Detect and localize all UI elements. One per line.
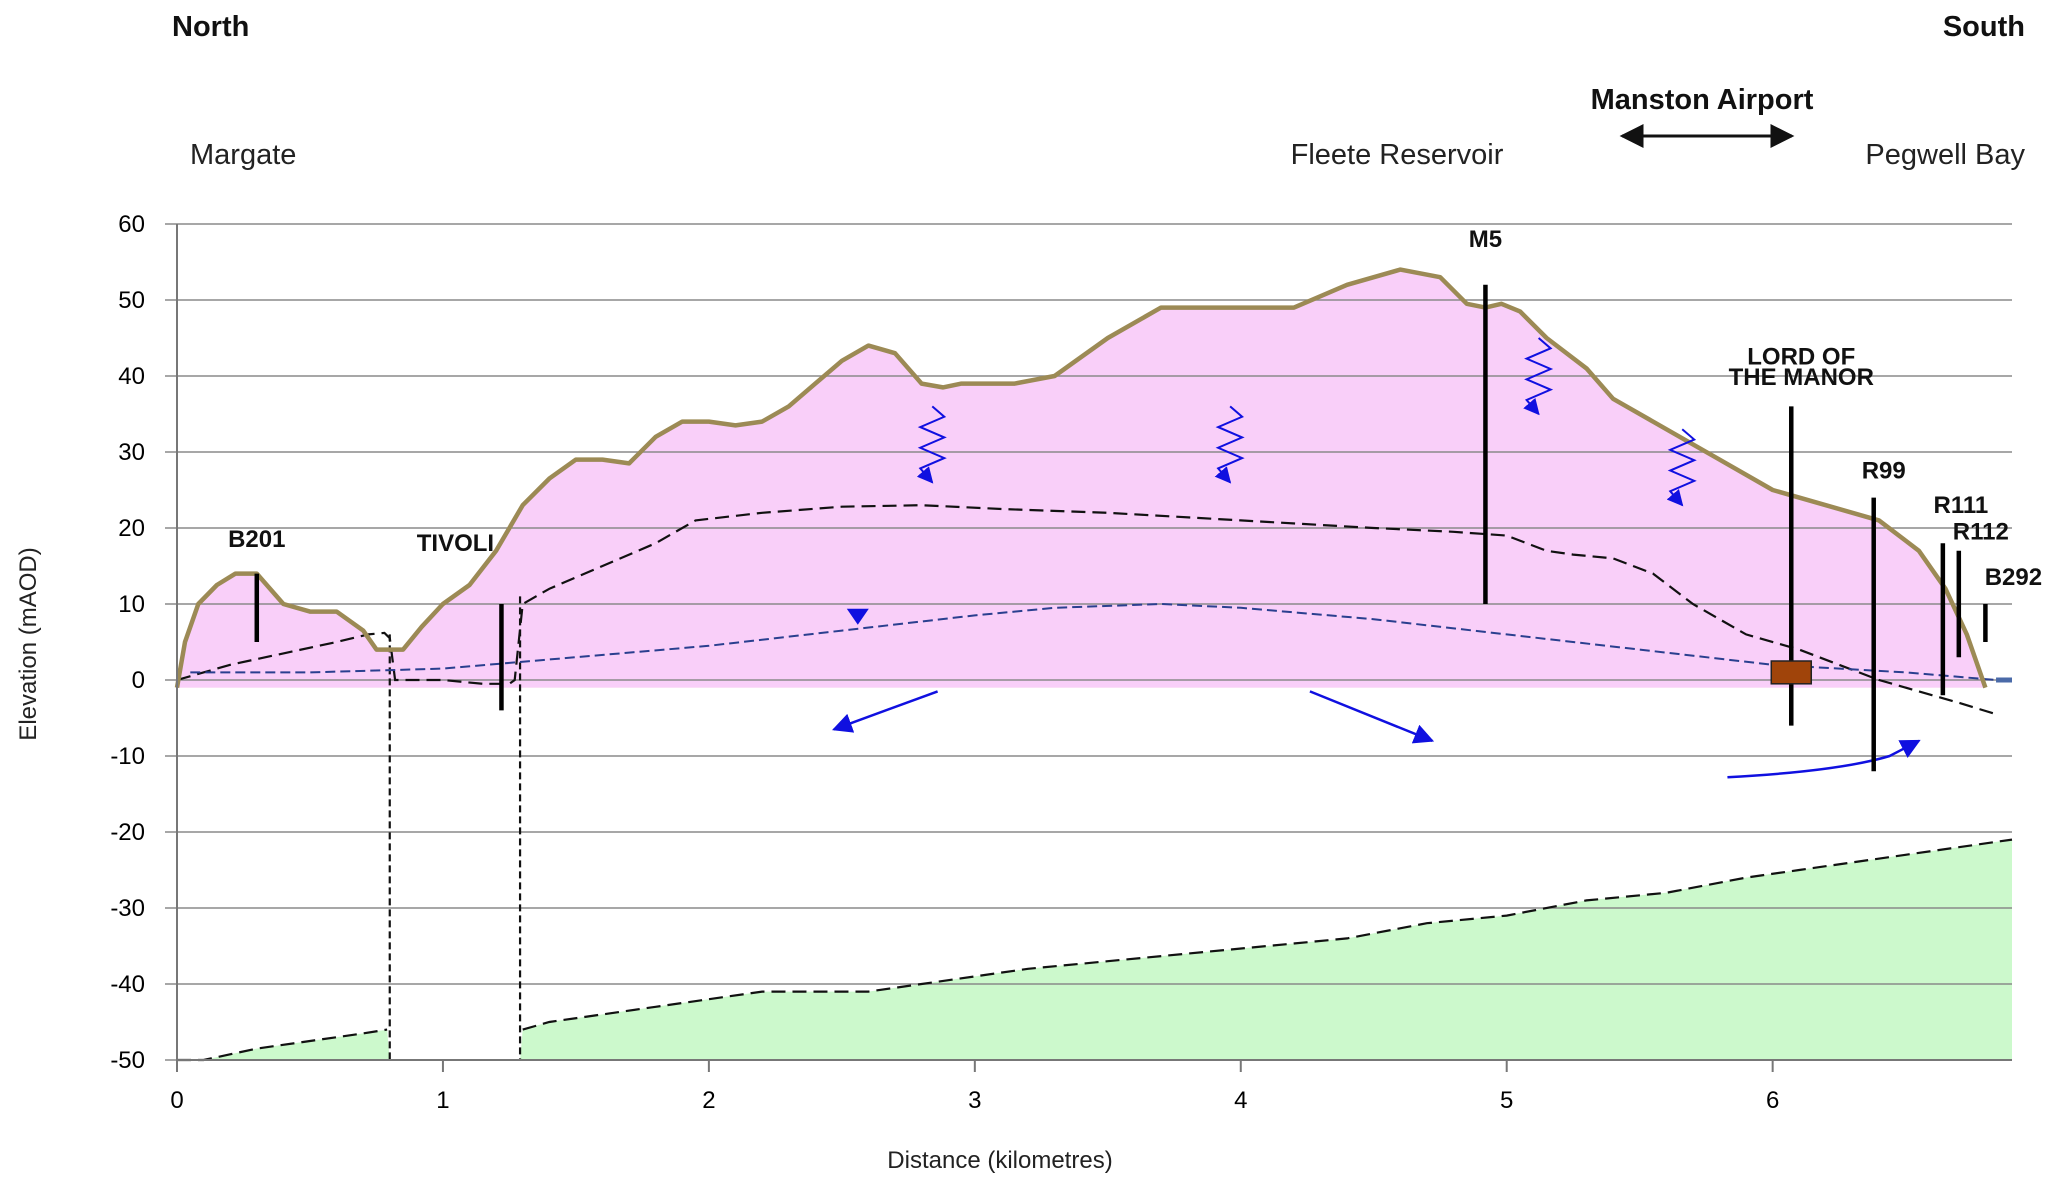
x-tick-label: 1 [436,1087,449,1114]
geology-layers [177,269,2013,1060]
y-axis-label: Elevation (mAOD) [15,547,42,740]
x-tick-label: 2 [702,1087,715,1114]
lower-layer-south [520,839,2013,1060]
y-tick-label: 40 [118,363,145,390]
borehole-label: LORD OF [1747,344,1855,371]
borehole-label: TIVOLI [417,530,494,557]
y-tick-label: 60 [118,211,145,238]
x-tick-label: 5 [1500,1087,1513,1114]
fleete-reservoir-label: Fleete Reservoir [1291,139,1504,171]
y-tick-label: 20 [118,515,145,542]
infiltration-arrow [1523,337,1554,416]
upper-boundary-line [176,504,1997,716]
borehole-label: R111 [1933,492,1988,519]
water-table-line [190,602,1997,681]
margate-label: Margate [190,139,296,171]
borehole-label: B292 [1985,564,2042,591]
x-axis-label: Distance (kilometres) [887,1147,1112,1174]
axes: 60 50 40 30 20 10 0 -10 -20 -30 -40 -50 0 1 2 3 4 5 6 [110,211,2012,1114]
x-tick-label: 3 [968,1087,981,1114]
infiltration-arrow [916,405,947,484]
y-tick-label: 30 [118,439,145,466]
x-tick-label: 4 [1234,1087,1247,1114]
infiltration-arrow [1666,428,1697,507]
flow-arrow-south [1309,690,1435,744]
borehole-label: B201 [228,526,285,553]
x-tick-label: 0 [170,1087,183,1114]
y-tick-label: 10 [118,591,145,618]
y-tick-label: -20 [110,819,145,846]
flow-arrows [831,337,1921,779]
borehole-label: M5 [1469,226,1502,253]
flow-arrow-coastal [1727,739,1921,779]
infiltration-arrow [1214,405,1245,484]
lower-layer-north [177,1029,390,1060]
water-table-marker [846,608,869,625]
y-tick-label: -10 [110,743,145,770]
airport-label: Manston Airport [1591,84,1814,116]
pegwell-bay-label: Pegwell Bay [1865,139,2025,171]
upper-layer [177,269,1986,688]
borehole-label: R99 [1862,458,1906,485]
flow-arrow-north [831,690,939,733]
north-label: North [172,11,249,43]
south-label: South [1943,11,2025,43]
pump-station-block [1770,660,1813,685]
borehole-label: THE MANOR [1729,364,1874,391]
boundary-lines [174,267,2013,1062]
y-tick-label: -40 [110,971,145,998]
ground-surface-line [174,267,1988,689]
y-tick-label: -50 [110,1047,145,1074]
y-tick-label: 0 [132,667,145,694]
borehole-label: R112 [1953,518,2009,545]
y-tick-label: 50 [118,287,145,314]
lower-boundary-line-south [522,838,2013,1031]
y-tick-label: -30 [110,895,145,922]
x-tick-label: 6 [1766,1087,1779,1114]
